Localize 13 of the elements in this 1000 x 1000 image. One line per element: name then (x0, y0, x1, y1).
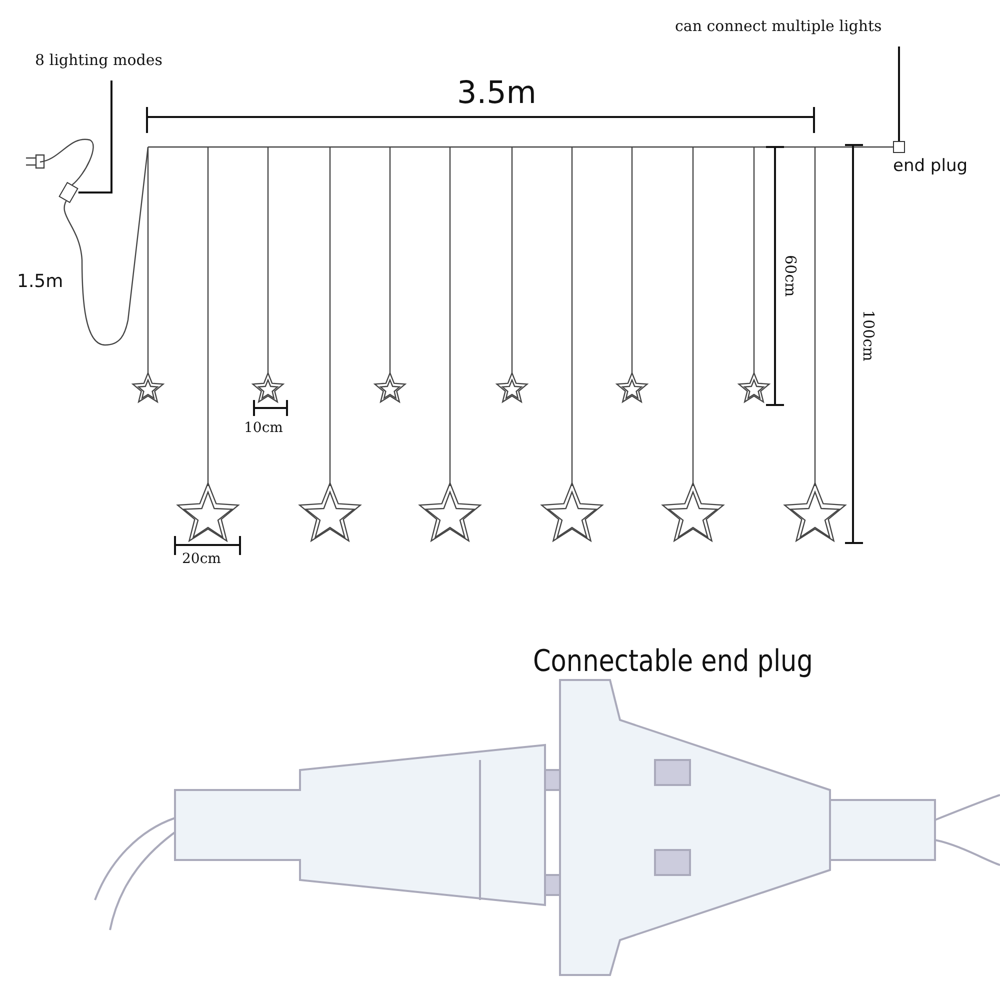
part-label: end plug (893, 157, 968, 176)
end-plug-square (893, 141, 905, 153)
callout-text: 8 lighting modes (35, 52, 162, 68)
dimension-label: 3.5m (457, 76, 536, 110)
leader-line (78, 80, 112, 194)
leader-line (898, 46, 900, 141)
dimension-label: 20cm (182, 552, 221, 568)
dimension-label: 10cm (244, 421, 283, 436)
callout-text: can connect multiple lights (675, 18, 882, 34)
dimension-label: 60cm (782, 255, 798, 297)
dimension-label: 1.5m (17, 272, 64, 292)
heading: Connectable end plug (533, 645, 813, 678)
dimension-label: 100cm (860, 310, 876, 362)
